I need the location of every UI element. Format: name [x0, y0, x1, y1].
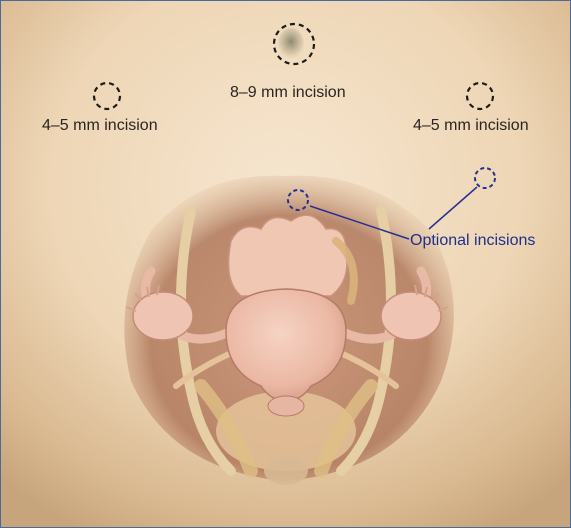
left-port-incision-label: 4–5 mm incision: [42, 118, 158, 134]
right-port-incision-label: 4–5 mm incision: [413, 118, 529, 134]
left-ovary: [133, 292, 193, 340]
umbilical-incision-label: 8–9 mm incision: [230, 85, 346, 101]
rectum: [264, 457, 308, 485]
optional-incisions-label: Optional incisions: [410, 233, 535, 249]
navel: [278, 28, 304, 58]
right-ovary: [381, 292, 441, 340]
cervix: [268, 396, 304, 416]
